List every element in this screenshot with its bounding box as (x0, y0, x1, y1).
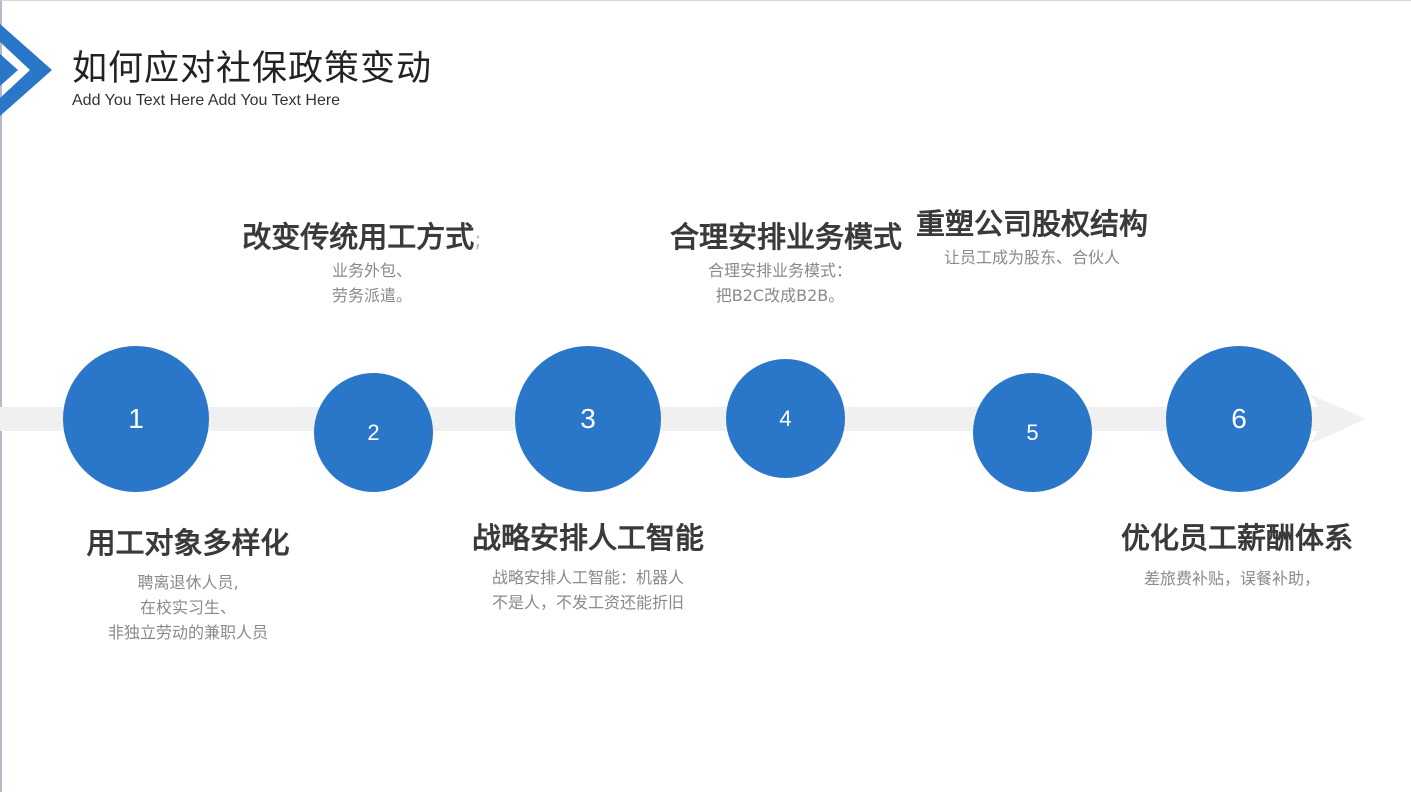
step-circle-1: 1 (63, 346, 209, 492)
step-circle-5: 5 (973, 373, 1092, 492)
desc-line: 业务外包、 (331, 261, 413, 280)
step-number: 5 (1026, 419, 1039, 445)
step-heading-text: 改变传统用工方式 (242, 220, 475, 254)
step-number: 3 (580, 403, 596, 434)
chevron-right-icon (0, 24, 52, 116)
step-circle-4: 4 (726, 359, 845, 478)
step-heading-3: 战略安排人工智能 (471, 521, 705, 555)
page-subtitle: Add You Text Here Add You Text Here (72, 92, 341, 109)
page-title: 如何应对社保政策变动 (72, 49, 433, 89)
step-circle-6: 6 (1166, 346, 1312, 492)
desc-line: 合理安排业务模式： (707, 261, 853, 280)
step-number: 1 (128, 403, 144, 434)
step-number: 2 (367, 419, 380, 445)
desc-line: 非独立劳动的兼职人员 (107, 623, 269, 642)
desc-line: 不是人，不发工资还能折旧 (491, 593, 685, 612)
desc-line: 让员工成为股东、合伙人 (943, 248, 1121, 267)
desc-line: 差旅费补贴，误餐补助， (1143, 569, 1321, 588)
step-desc-3: 战略安排人工智能：机器人 不是人，不发工资还能折旧 (492, 565, 684, 615)
step-heading-1: 用工对象多样化 (86, 526, 290, 560)
desc-line: 劳务派遣。 (331, 286, 413, 305)
step-desc-1: 聘离退休人员, 在校实习生、 非独立劳动的兼职人员 (108, 570, 268, 645)
desc-line: 把B2C改成B2B。 (715, 286, 845, 305)
step-number: 4 (779, 405, 792, 431)
step-number: 6 (1231, 403, 1247, 434)
step-circle-2: 2 (314, 373, 433, 492)
step-heading-2: 改变传统用工方式; (242, 214, 481, 256)
desc-line: 在校实习生、 (139, 598, 237, 617)
desc-line: 战略安排人工智能：机器人 (491, 568, 685, 587)
step-heading-6: 优化员工薪酬体系 (1120, 521, 1354, 555)
step-desc-6: 差旅费补贴，误餐补助， (1144, 566, 1320, 591)
step-heading-4: 合理安排业务模式 (669, 220, 903, 254)
timeline-arrow (0, 394, 1366, 444)
desc-line: 聘离退休人员, (137, 573, 239, 592)
step-heading-5: 重塑公司股权结构 (915, 207, 1149, 241)
step-desc-5: 让员工成为股东、合伙人 (944, 245, 1120, 270)
heading-suffix: ; (474, 228, 482, 253)
step-desc-2: 业务外包、 劳务派遣。 (332, 258, 412, 308)
step-desc-4: 合理安排业务模式： 把B2C改成B2B。 (708, 258, 852, 308)
step-circle-3: 3 (515, 346, 661, 492)
